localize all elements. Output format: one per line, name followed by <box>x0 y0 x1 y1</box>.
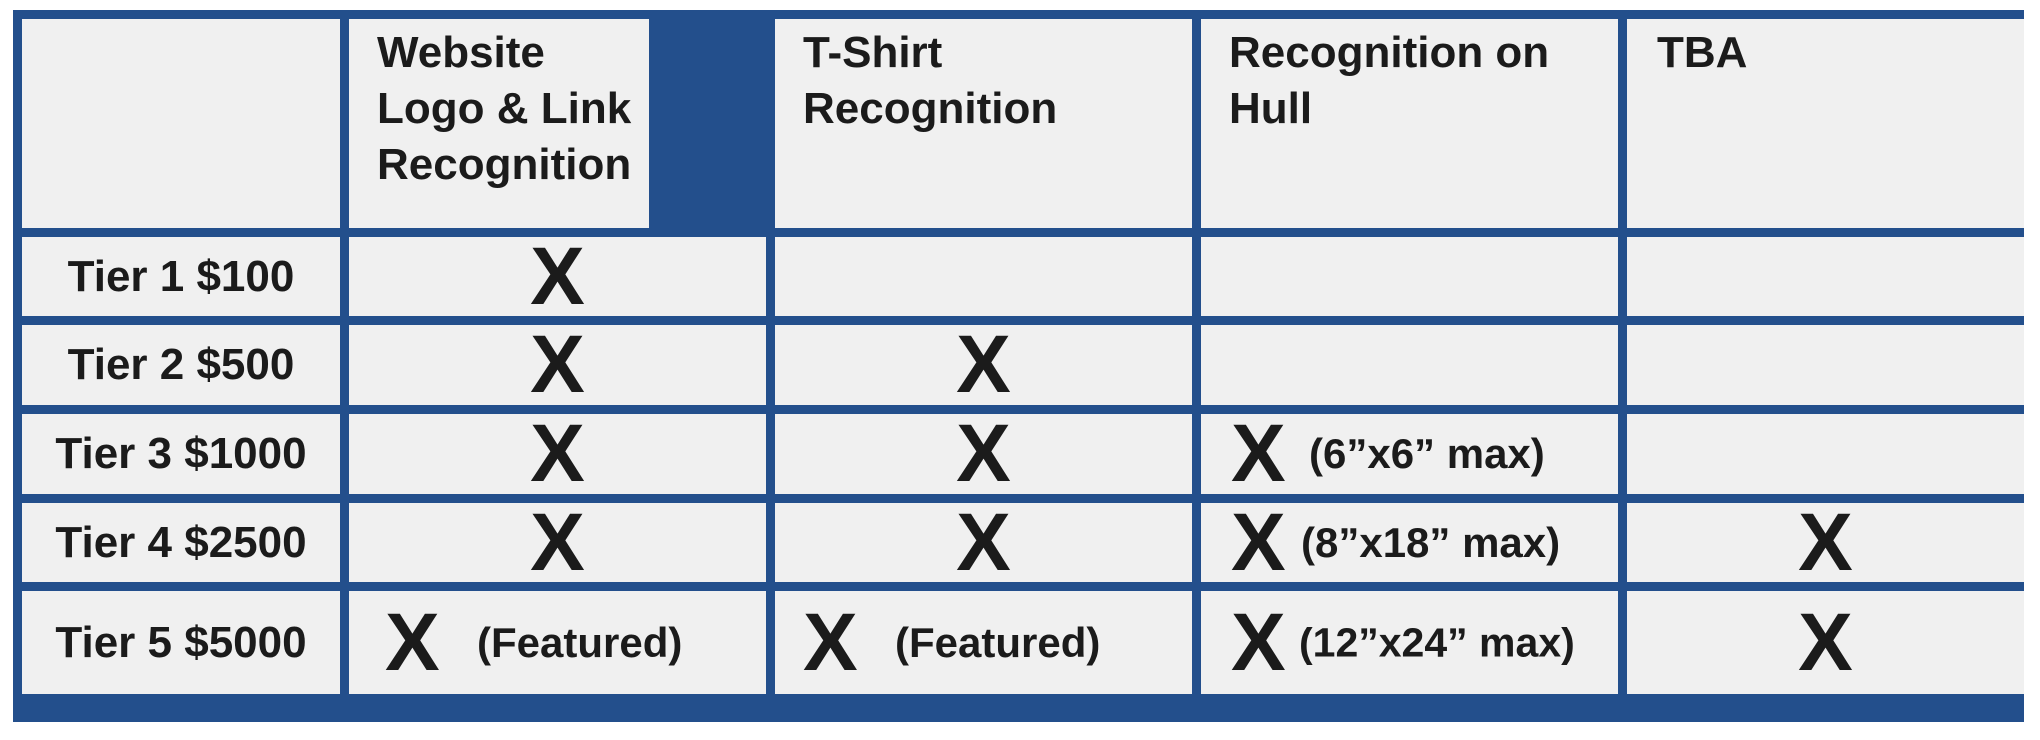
check-mark: X <box>530 319 585 410</box>
tier-5-hull: X (12”x24” max) <box>1201 591 1618 694</box>
hull-size-note: (6”x6” max) <box>1309 430 1545 477</box>
tier-4-tba: X <box>1627 496 2024 588</box>
featured-note: (Featured) <box>477 618 683 666</box>
check-mark: X <box>956 408 1011 499</box>
tier-3-hull: X (6”x6” max) <box>1201 408 1618 499</box>
tier-5-website: X (Featured) <box>349 591 766 694</box>
check-mark: X <box>530 408 585 499</box>
tier-4-website: X <box>349 496 766 588</box>
tier-1-tshirt <box>775 237 1192 316</box>
tier-1-hull <box>1201 237 1618 316</box>
tier-3-label: Tier 3 $1000 <box>22 414 340 494</box>
check-mark: X <box>956 496 1011 588</box>
corner-cell <box>22 19 340 228</box>
hull-size-note: (12”x24” max) <box>1299 619 1575 665</box>
tier-5-tba: X <box>1627 591 2024 694</box>
sponsorship-table: Website Logo & Link Recognition T-Shirt … <box>13 10 2024 722</box>
header-hull: Recognition on Hull <box>1201 19 1618 228</box>
tier-2-label: Tier 2 $500 <box>22 325 340 405</box>
header-tba: TBA <box>1627 19 2024 228</box>
featured-note: (Featured) <box>895 618 1101 666</box>
check-mark: X <box>1231 408 1286 499</box>
tier-1-label: Tier 1 $100 <box>22 237 340 316</box>
check-mark: X <box>1798 596 1853 688</box>
header-website-logo: Website Logo & Link Recognition <box>349 19 649 228</box>
tier-3-tba <box>1627 414 2024 494</box>
tier-5-label: Tier 5 $5000 <box>22 591 340 694</box>
check-mark: X <box>530 496 585 588</box>
tier-4-hull: X (8”x18” max) <box>1201 496 1618 588</box>
tier-4-label: Tier 4 $2500 <box>22 503 340 582</box>
tier-2-tshirt: X <box>775 319 1192 410</box>
check-mark: X <box>1231 596 1286 688</box>
check-mark: X <box>1798 496 1853 588</box>
check-mark: X <box>1231 496 1286 588</box>
check-mark: X <box>530 230 585 322</box>
tier-3-tshirt: X <box>775 408 1192 499</box>
tier-2-hull <box>1201 325 1618 405</box>
check-mark: X <box>803 596 858 688</box>
tier-1-website: X <box>349 230 766 322</box>
check-mark: X <box>956 319 1011 410</box>
tier-2-website: X <box>349 319 766 410</box>
tier-4-tshirt: X <box>775 496 1192 588</box>
header-tshirt: T-Shirt Recognition <box>775 19 1192 228</box>
tier-5-tshirt: X (Featured) <box>775 591 1192 694</box>
tier-3-website: X <box>349 408 766 499</box>
tier-1-tba <box>1627 237 2024 316</box>
check-mark: X <box>385 596 440 688</box>
tier-2-tba <box>1627 325 2024 405</box>
hull-size-note: (8”x18” max) <box>1301 518 1561 566</box>
